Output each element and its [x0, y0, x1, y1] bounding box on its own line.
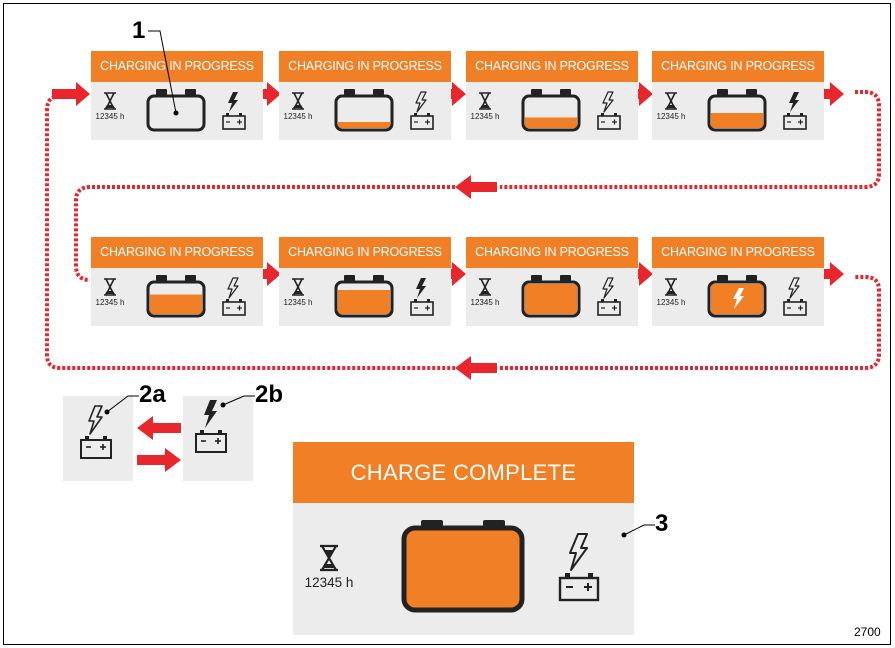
charge-bolt-outline-icon [410, 91, 434, 130]
figure-number: 2700 [854, 625, 881, 639]
hour-meter: 12345 h [470, 278, 500, 314]
charge-bolt-outline-icon [558, 533, 600, 602]
callout-2a-label: 2a [139, 381, 166, 408]
charge-bolt-solid-icon [783, 92, 807, 130]
charge-status-panel: CHARGING IN PROGRESS 12345 h [652, 237, 824, 326]
charge-status-panel: CHARGING IN PROGRESS 12345 h [279, 51, 451, 140]
hour-meter-value: 12345 h [304, 575, 354, 590]
battery-full-icon [521, 275, 581, 318]
arrow-right [806, 82, 844, 106]
hour-meter: 12345 h [656, 278, 686, 314]
callout-2b-label: 2b [255, 381, 284, 408]
charging-banner: CHARGING IN PROGRESS [466, 237, 638, 268]
charge-complete-banner: CHARGE COMPLETE [293, 442, 634, 503]
battery-level-icon [521, 89, 581, 132]
charge-bolt-solid-icon [410, 278, 434, 316]
charge-status-panel: CHARGING IN PROGRESS 12345 h [466, 237, 638, 326]
charge-bolt-outline-icon [597, 277, 621, 316]
charge-bolt-outline-icon [80, 405, 112, 459]
arrow-right [52, 82, 90, 106]
hourglass-icon [665, 92, 677, 110]
battery-level-icon [146, 275, 206, 318]
hourglass-icon [320, 544, 338, 572]
hour-meter-value: 12345 h [283, 112, 313, 121]
charging-banner: CHARGING IN PROGRESS [91, 51, 263, 82]
charging-banner: CHARGING IN PROGRESS [91, 237, 263, 268]
hour-meter-value: 12345 h [95, 298, 125, 307]
hour-meter-value: 12345 h [656, 112, 686, 121]
charge-status-panel: CHARGING IN PROGRESS 12345 h [91, 51, 263, 140]
arrow-right [806, 262, 844, 286]
charging-banner: CHARGING IN PROGRESS [466, 51, 638, 82]
hour-meter-value: 12345 h [283, 298, 313, 307]
battery-level-icon [334, 89, 394, 132]
battery-level-icon [707, 89, 767, 132]
charging-banner: CHARGING IN PROGRESS [279, 51, 451, 82]
charge-bolt-outline-icon [783, 277, 807, 316]
charging-banner: CHARGING IN PROGRESS [652, 51, 824, 82]
hour-meter: 12345 h [95, 278, 125, 314]
charge-complete-panel: CHARGE COMPLETE 12345 h [293, 442, 634, 635]
arrow-right [137, 448, 181, 472]
charge-bolt-solid-icon [195, 400, 227, 453]
charge-status-panel: CHARGING IN PROGRESS 12345 h [279, 237, 451, 326]
hourglass-icon [479, 278, 491, 296]
hour-meter-value: 12345 h [470, 112, 500, 121]
hour-meter: 12345 h [283, 278, 313, 314]
hour-meter-value: 12345 h [470, 298, 500, 307]
hourglass-icon [292, 278, 304, 296]
battery-full-icon [401, 520, 525, 613]
charging-banner: CHARGING IN PROGRESS [652, 237, 824, 268]
arrow-left [455, 356, 497, 380]
hourglass-icon [665, 278, 677, 296]
hour-meter-value: 12345 h [656, 298, 686, 307]
hour-meter: 12345 h [95, 92, 125, 128]
hour-meter-value: 12345 h [95, 112, 125, 121]
hourglass-icon [292, 92, 304, 110]
arrow-left [137, 416, 181, 440]
hour-meter: 12345 h [303, 544, 355, 590]
callout-3-label: 3 [655, 510, 669, 537]
battery-level-icon [146, 89, 206, 132]
hourglass-icon [104, 278, 116, 296]
hourglass-icon [479, 92, 491, 110]
hour-meter: 12345 h [656, 92, 686, 128]
charge-bolt-outline-icon [597, 91, 621, 130]
charge-bolt-solid-icon [222, 92, 246, 130]
charge-status-panel: CHARGING IN PROGRESS 12345 h [91, 237, 263, 326]
charge-bolt-outline-icon [222, 277, 246, 316]
arrow-left [455, 175, 497, 199]
charge-status-panel: CHARGING IN PROGRESS 12345 h [466, 51, 638, 140]
charge-status-panel: CHARGING IN PROGRESS 12345 h [652, 51, 824, 140]
hourglass-icon [104, 92, 116, 110]
hour-meter: 12345 h [283, 92, 313, 128]
figure-frame [3, 3, 891, 645]
battery-full-icon [707, 275, 767, 318]
charging-banner: CHARGING IN PROGRESS [279, 237, 451, 268]
hour-meter: 12345 h [470, 92, 500, 128]
battery-level-icon [334, 275, 394, 318]
callout-1-label: 1 [132, 17, 146, 44]
